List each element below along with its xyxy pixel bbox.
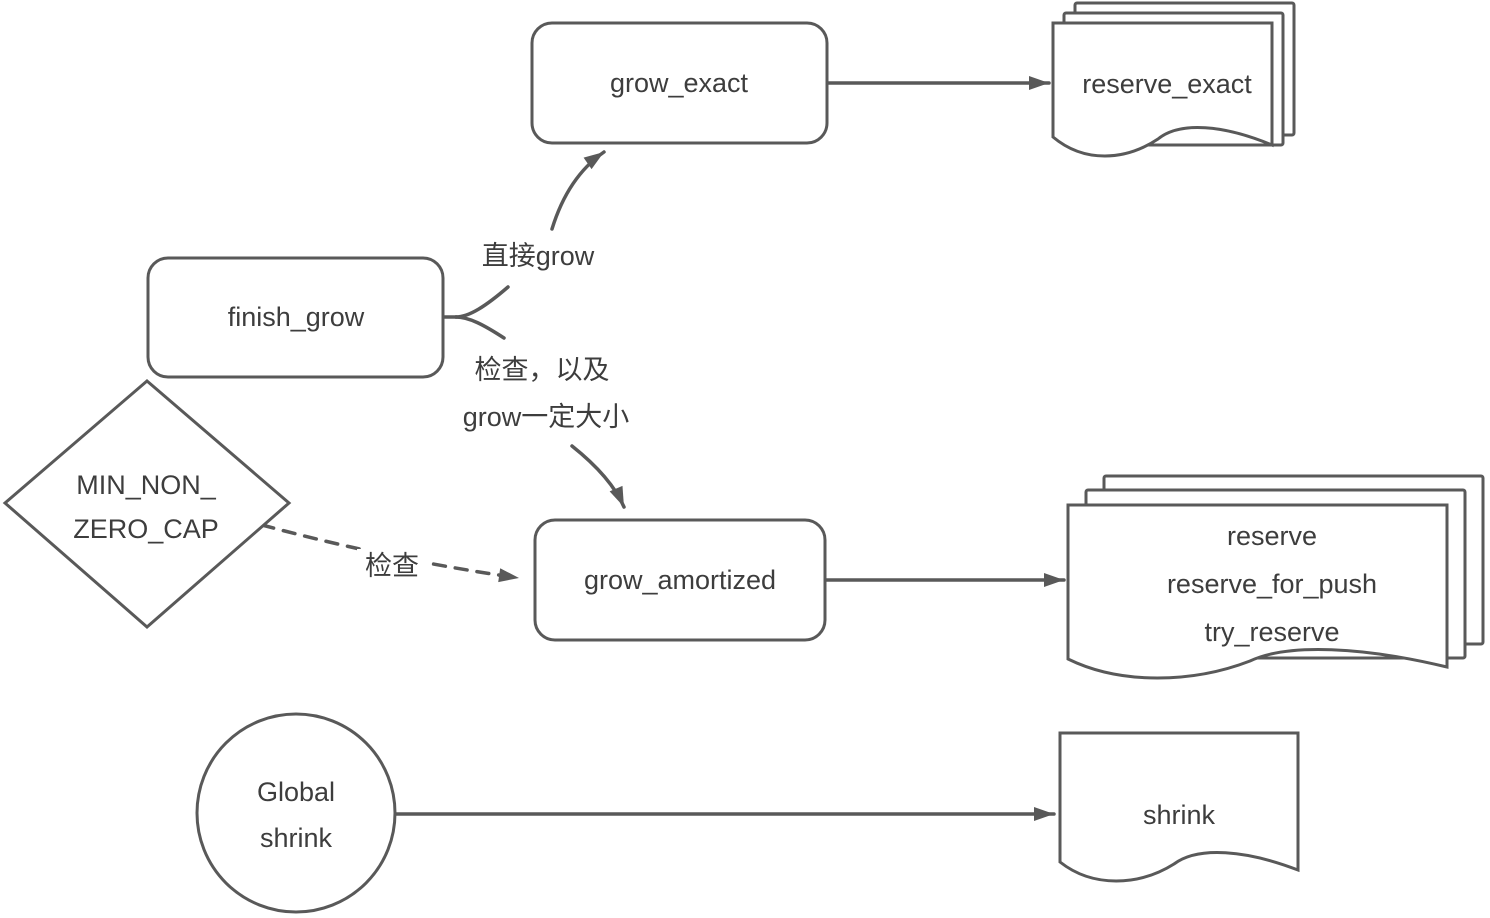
reserve-group-label-line2: reserve_for_push <box>1166 569 1378 599</box>
global-shrink-circle <box>195 712 397 914</box>
reserve-group-document <box>1066 474 1485 680</box>
edge-direct-grow-to-grow-exact <box>550 150 606 231</box>
edge-label-direct-grow: 直接grow <box>481 241 595 271</box>
reserve-group-label: reserve reserve_for_push try_reserve <box>1167 512 1377 656</box>
shrink-document <box>1058 731 1300 883</box>
global-shrink-label-line1: Global <box>256 777 336 807</box>
shrink-label: shrink <box>1142 800 1216 830</box>
min-non-zero-cap-diamond <box>2 379 292 629</box>
edge-label-check: 检查 <box>357 549 427 583</box>
grow-exact-node <box>530 21 829 145</box>
min-non-zero-cap-label-line1: MIN_NON_ <box>76 470 216 500</box>
fork-lower-branch <box>454 315 506 340</box>
reserve-exact-label: reserve_exact <box>1082 69 1252 99</box>
edge-check-to-grow-amortized <box>570 444 626 509</box>
reserve-group-label-line1: reserve <box>1226 521 1318 551</box>
min-non-zero-cap-label-line2: ZERO_CAP <box>73 514 219 544</box>
finish-grow-label: finish_grow <box>227 302 365 332</box>
fork-upper-branch <box>454 285 510 319</box>
finish-grow-node <box>146 256 445 379</box>
reserve-group-label-line3: try_reserve <box>1204 617 1340 647</box>
grow-amortized-label: grow_amortized <box>583 565 777 595</box>
grow-amortized-node <box>533 518 827 642</box>
global-shrink-label-line2: shrink <box>259 823 333 853</box>
edge-label-check-and: 检查，以及 <box>474 355 610 385</box>
min-non-zero-cap-label: MIN_NON_ ZERO_CAP <box>73 463 219 551</box>
global-shrink-label: Global shrink <box>257 769 335 861</box>
edge-label-grow-fixed-size: grow一定大小 <box>462 402 630 432</box>
reserve-exact-document <box>1051 1 1296 158</box>
reserve-group-front-sheet <box>1066 503 1449 680</box>
grow-exact-label: grow_exact <box>609 68 749 98</box>
reserve-exact-front-sheet <box>1051 21 1274 158</box>
